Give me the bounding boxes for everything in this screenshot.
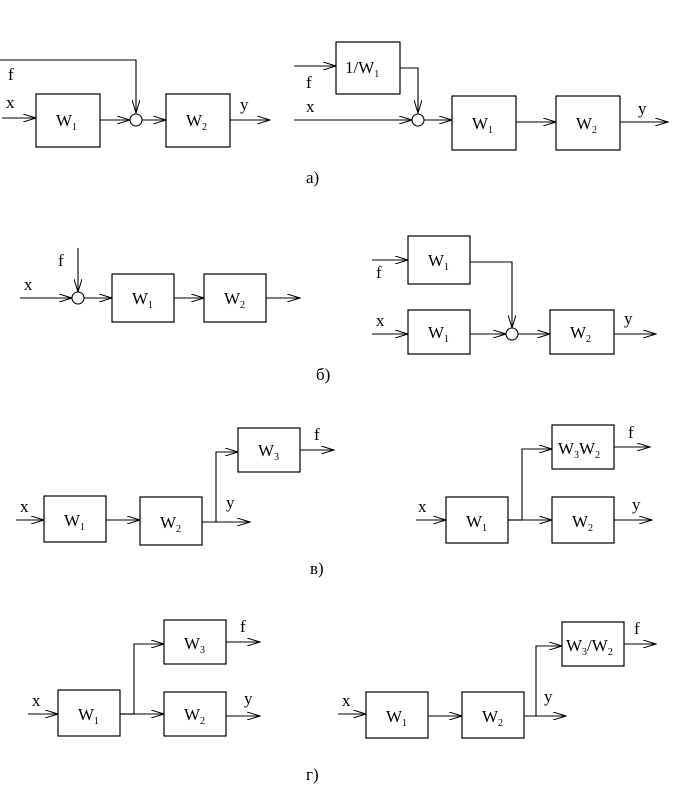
svg-text:W1: W1 — [56, 111, 77, 133]
svg-text:W1: W1 — [132, 289, 153, 311]
summing-junction — [71, 291, 85, 305]
block-w1-disturbance — [407, 235, 471, 285]
diagram-g-left: x W1 W3 f W2 y — [28, 617, 260, 737]
block-w3 — [237, 427, 301, 473]
block-w1 — [445, 496, 509, 544]
caption-v: в) — [310, 559, 324, 578]
block-w2 — [203, 273, 267, 323]
svg-text:W3/W2: W3/W2 — [566, 636, 613, 658]
label-y: y — [632, 495, 641, 514]
label-f: f — [8, 65, 14, 84]
label-f: f — [628, 423, 634, 442]
label-y: y — [544, 687, 553, 706]
label-y: y — [624, 309, 633, 328]
label-x: x — [20, 497, 29, 516]
svg-text:W1: W1 — [78, 705, 99, 727]
diagram-g-right: x W1 W2 y W3/W2 f — [338, 619, 656, 739]
summing-junction — [411, 113, 425, 127]
block-w2 — [139, 496, 203, 546]
block-w3 — [163, 619, 227, 665]
svg-text:W2: W2 — [186, 111, 207, 133]
svg-text:W2: W2 — [184, 705, 205, 727]
label-f: f — [306, 73, 312, 92]
block-w1 — [57, 689, 121, 737]
svg-text:W1: W1 — [386, 707, 407, 729]
diagram-v-right: x W1 W3W2 f W2 y — [416, 423, 652, 544]
label-x: x — [24, 275, 33, 294]
svg-text:W1: W1 — [64, 511, 85, 533]
svg-text:W2: W2 — [570, 323, 591, 345]
label-x: x — [306, 97, 315, 116]
caption-a: а) — [306, 168, 319, 187]
svg-text:W2: W2 — [160, 513, 181, 535]
svg-text:W3W2: W3W2 — [558, 439, 600, 461]
block-w2 — [555, 95, 621, 151]
block-w3-w2 — [551, 424, 615, 470]
label-f: f — [240, 617, 246, 636]
summing-junction — [505, 327, 519, 341]
block-w2 — [551, 496, 615, 544]
block-w1 — [43, 495, 107, 543]
block-inverse-w1 — [335, 41, 401, 95]
label-x: x — [418, 497, 427, 516]
svg-text:W1: W1 — [428, 323, 449, 345]
label-f: f — [314, 425, 320, 444]
svg-text:W1: W1 — [472, 114, 493, 136]
svg-text:W1: W1 — [466, 512, 487, 534]
caption-b: б) — [316, 365, 330, 384]
block-w2 — [549, 309, 615, 355]
svg-text:W3: W3 — [184, 634, 205, 656]
label-x: x — [32, 691, 41, 710]
svg-text:1/W1: 1/W1 — [345, 58, 379, 80]
caption-g: г) — [306, 765, 319, 784]
label-y: y — [240, 95, 249, 114]
svg-text:W1: W1 — [428, 251, 449, 273]
label-y: y — [226, 493, 235, 512]
svg-text:W2: W2 — [572, 512, 593, 534]
block-w2 — [163, 691, 227, 737]
label-x: x — [6, 93, 15, 112]
block-w1 — [407, 309, 471, 355]
diagram-b-right: f W1 x W1 W2 y — [372, 235, 656, 355]
svg-text:W2: W2 — [576, 114, 597, 136]
block-w1 — [35, 93, 101, 148]
svg-text:W2: W2 — [482, 707, 503, 729]
diagram-v-left: x W1 W2 y W3 f — [16, 425, 334, 546]
label-y: y — [244, 689, 253, 708]
svg-text:W3: W3 — [258, 441, 279, 463]
diagram-a-right: f 1/W1 x W1 W2 y — [294, 41, 668, 151]
label-x: x — [376, 311, 385, 330]
label-f: f — [58, 251, 64, 270]
block-w2 — [165, 93, 231, 148]
diagram-a-left: x W1 f W2 y — [0, 59, 270, 148]
block-w1 — [451, 95, 517, 151]
block-w1 — [111, 273, 175, 323]
diagram-b-left: f x W1 W2 — [20, 248, 300, 323]
block-w1 — [365, 691, 429, 739]
summing-junction — [129, 113, 143, 127]
label-x: x — [342, 691, 351, 710]
label-f: f — [376, 263, 382, 282]
label-f: f — [634, 619, 640, 638]
svg-text:W2: W2 — [224, 289, 245, 311]
block-w2 — [461, 691, 525, 739]
label-y: y — [638, 99, 647, 118]
